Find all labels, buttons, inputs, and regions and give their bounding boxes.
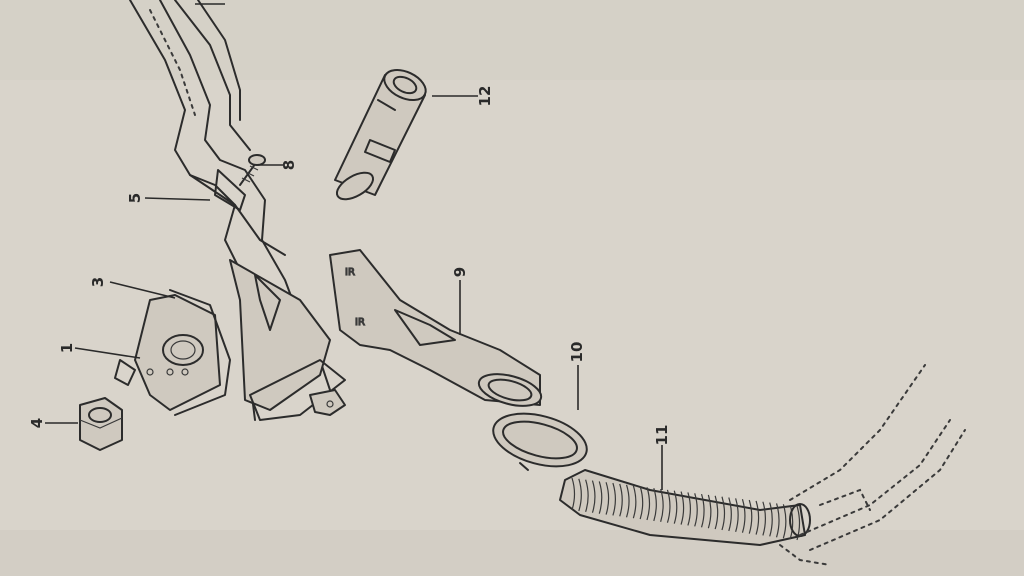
- hose-rib: [762, 501, 767, 536]
- hose-rib: [728, 497, 732, 532]
- hose-rib: [748, 499, 753, 534]
- hose-rib: [612, 482, 617, 516]
- hose-rib: [700, 493, 705, 528]
- callout-5: 5: [126, 193, 144, 203]
- air-duct-part-9: IR IR: [329, 249, 543, 407]
- hose-rib: [741, 499, 746, 533]
- hose-rib: [694, 493, 698, 527]
- hose-rib: [653, 488, 657, 522]
- hose-rib: [769, 502, 773, 537]
- callout-1: 1: [58, 343, 76, 353]
- hose-rib: [721, 496, 726, 531]
- hose-rib: [680, 491, 685, 525]
- hose-rib: [775, 503, 780, 538]
- corrugated-hose-part-11: [559, 469, 811, 546]
- duct-channel-part-5: [129, 0, 346, 421]
- callout-9: 9: [451, 267, 469, 277]
- hose-rib: [625, 484, 630, 518]
- hose-rib: [632, 485, 637, 519]
- hose-rib: [591, 480, 596, 513]
- hose-rib: [673, 490, 678, 524]
- hose-rib: [619, 483, 623, 517]
- callout-3: 3: [89, 277, 107, 287]
- hose-rib: [782, 504, 787, 539]
- callout-4: 4: [28, 418, 46, 428]
- callout-8: 8: [280, 160, 298, 170]
- svg-text:IR: IR: [355, 317, 365, 328]
- hose-rib: [707, 494, 712, 529]
- hose-rib: [714, 495, 719, 530]
- hose-rib: [755, 500, 760, 535]
- hose-rib: [796, 505, 801, 541]
- callout-11: 11: [653, 425, 671, 446]
- hose-rib: [639, 486, 644, 520]
- hose-rib: [687, 492, 692, 526]
- hose-rib: [735, 498, 739, 532]
- callout-12: 12: [476, 86, 494, 107]
- dashed-continuation: [779, 364, 966, 566]
- hose-rib: [598, 481, 603, 514]
- hose-rib: [646, 487, 651, 521]
- hose-rib: [585, 479, 589, 512]
- screw-part-8: [239, 154, 266, 186]
- hose-rib: [571, 477, 576, 511]
- bracket-part-1-3: [114, 289, 231, 416]
- leader-lines: [45, 3, 663, 490]
- svg-text:IR: IR: [345, 267, 355, 278]
- hose-rib: [578, 478, 582, 512]
- hex-nut-part-4: [79, 397, 123, 451]
- callout-10: 10: [568, 342, 586, 363]
- hose-rib: [666, 489, 671, 523]
- callout-labels: 1 3 4 5 8 9 10 11 12: [28, 86, 671, 446]
- hose-rib: [789, 504, 794, 540]
- hose-rib: [660, 488, 664, 522]
- ring-clamp-part-10: [492, 412, 588, 471]
- valve-part-12: [334, 68, 427, 201]
- hose-rib: [605, 482, 610, 515]
